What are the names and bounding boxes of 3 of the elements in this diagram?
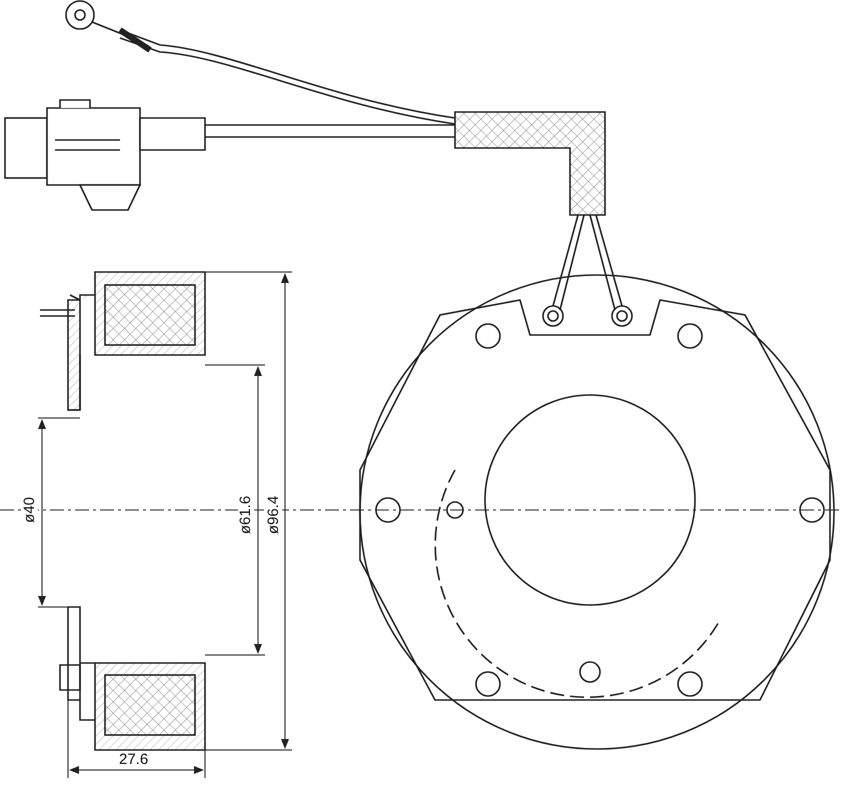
dimension-label: ø61.6 [238,494,254,536]
dimension-label: ø96.4 [266,494,282,536]
dimension-label: ø40 [22,496,38,524]
